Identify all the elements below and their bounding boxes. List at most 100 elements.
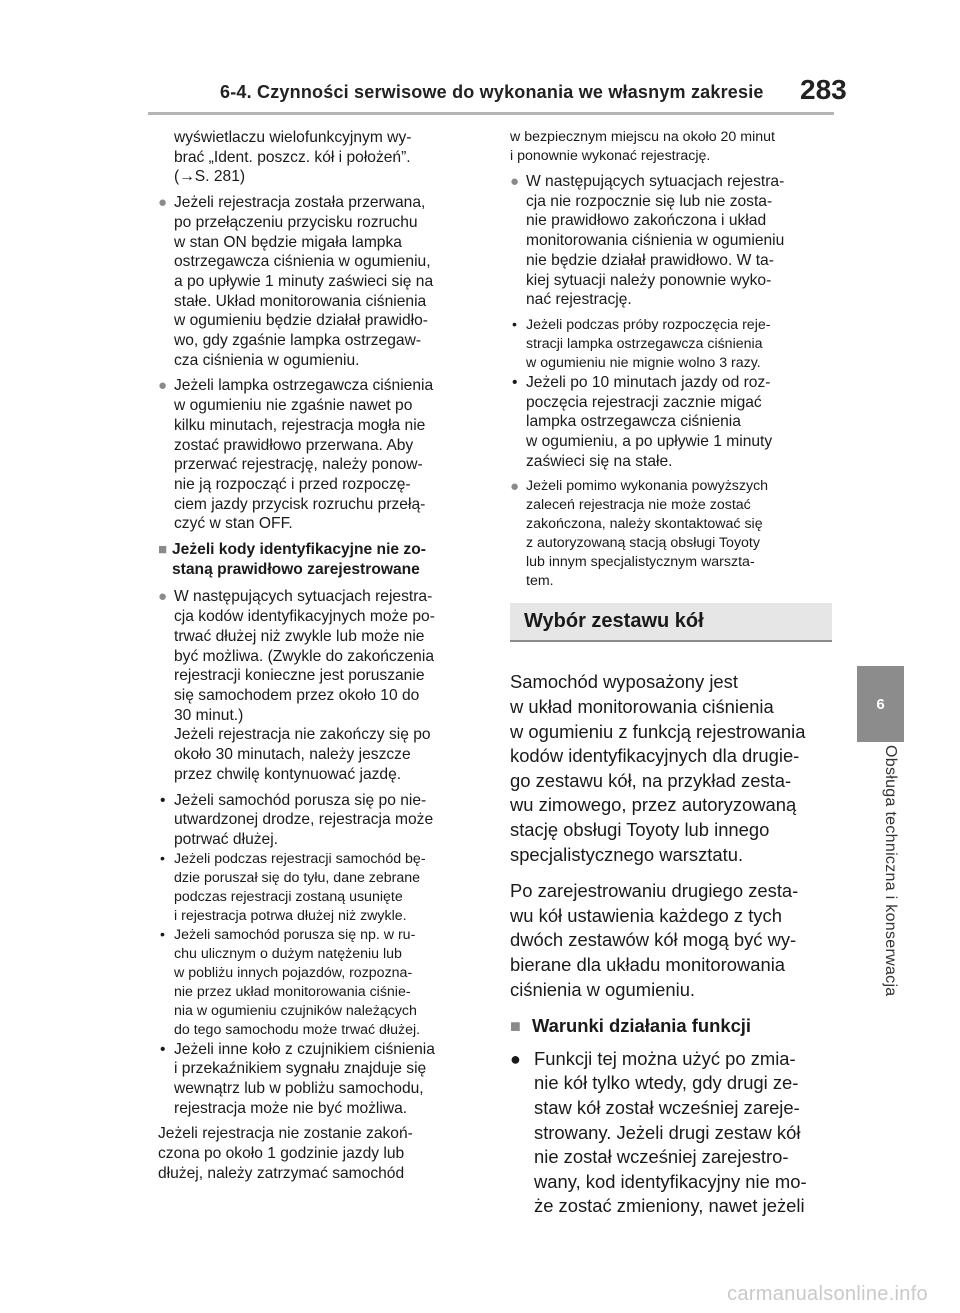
chapter-tab[interactable]: 6 [857,666,904,742]
bullet-item: ● Jeżeli rejestracja została przerwana, … [158,193,480,370]
text-line: i przekaźnikiem sygnału znajduje się [174,1060,427,1078]
text-line: Jeżeli rejestracja została przerwana, [174,194,426,212]
right-column: w bezpiecznym miejscu na około 20 minut … [510,128,832,1219]
text-line: strowany. Jeżeli drugi zestaw kół [534,1121,801,1143]
watermark: carmanualsonline.info [727,1283,928,1305]
dot-bullet-icon: • [512,316,517,333]
text-line: Samochód wyposażony jest [510,671,738,693]
text-line: i rejestracja potrwa dłużej niż zwykle. [174,907,407,924]
page-number: 283 [800,74,847,105]
text-line: dłużej, należy zatrzymać samochód [158,1164,405,1182]
round-bullet-icon: ● [510,173,520,190]
chapter-number: 6 [876,696,885,713]
text-line: być możliwa. (Zwykle do zakończenia [174,647,434,665]
text-line: wu zimowego, przez autoryzowaną [510,794,797,816]
closing-paragraph: Jeżeli rejestracja nie zostanie zakoń- c… [158,1124,480,1183]
text-line: stałe. Układ monitorowania ciśnienia [174,292,427,310]
text-line: zostać prawidłowo przerwana. Aby [174,436,414,454]
text-line: po przełączeniu przycisku rozruchu [174,213,418,231]
text-line: 30 minut.) [174,706,244,724]
bullet-item: ● W następujących sytuacjach rejestra- c… [510,172,832,310]
text-line: zaleceń rejestracja nie może zostać [526,497,751,514]
text-line: nać rejestrację. [526,291,632,309]
square-bullet-icon: ■ [510,1016,521,1037]
body-paragraph: Po zarejestrowaniu drugiego zesta- wu kó… [510,879,832,1002]
text-line: wu kół ustawienia każdego z tych [510,904,782,926]
text-line: wo, gdy zgaśnie lampka ostrzegaw- [174,332,422,350]
text-line: nie został wcześniej zarejestro- [534,1146,789,1168]
text-line: czona po około 1 godzinie jazdy lub [158,1145,405,1163]
text-line: przez chwilę kontynuować jazdę. [174,765,402,783]
chapter-title: Obsługa techniczna i konserwacja [882,745,899,997]
text-line: nia w ogumieniu czujników należących [174,1002,417,1019]
text-line: przerwać rejestrację, należy ponow- [174,456,423,474]
heading-text: Warunki działania funkcji [532,1015,752,1037]
sub-bullet-item: • Jeżeli samochód porusza się np. w ru- … [158,926,480,1040]
section-header: Wybór zestawu kół [510,603,832,643]
text-line: wany, kod identyfikacyjny nie mo- [534,1170,807,1192]
heading-line: Jeżeli kody identyfikacyjne nie zo- [172,541,426,559]
text-line: w ogumieniu z funkcją rejestrowania [510,720,806,742]
text-line: specjalistycznego warsztatu. [510,843,744,865]
text-line: rejestracji konieczne jest poruszanie [174,667,425,685]
sub-bullet-item: • Jeżeli inne koło z czujnikiem ciśnieni… [158,1040,480,1119]
text-line: zaświeci się na stałe. [526,452,673,470]
dot-bullet-icon: • [160,926,165,943]
sub-bullet-item: • Jeżeli podczas próby rozpoczęcia reje-… [510,316,832,373]
bullet-item: ● W następujących sytuacjach rejestra- c… [158,587,480,784]
text-line: poczęcia rejestracji zacznie migać [526,393,762,411]
page-reference[interactable]: (→S. 281) [174,168,246,186]
text-line: w stan ON będzie migała lampka [174,233,402,251]
round-bullet-icon: ● [510,478,520,496]
text-line: Po zarejestrowaniu drugiego zesta- [510,880,799,902]
text-line: nie prawidłowo zakończona i układ [526,212,767,230]
text-line: nie kół tylko wtedy, gdy drugi ze- [534,1072,799,1094]
text-line: się samochodem przez około 10 do [174,686,420,704]
text-line: Jeżeli rejestracja nie zakończy się po [174,726,431,744]
bullet-item: ● Jeżeli pomimo wykonania powyższych zal… [510,477,832,591]
text-line: dwóch zestawów kół mogą być wy- [510,929,797,951]
sub-bullet-item: • Jeżeli podczas rejestracji samochód bę… [158,850,480,926]
text-line: bierane dla układu monitorowania [510,953,786,975]
text-line: potrwać dłużej. [174,830,279,848]
section-title: 6-4. Czynności serwisowe do wykonania we… [220,82,764,102]
text-line: stację obsługi Toyoty lub innego [510,819,770,840]
text-line: około 30 minutach, należy jeszcze [174,746,411,764]
text-line: w ogumieniu nie mignie wolno 3 razy. [526,354,761,371]
text-line: wyświetlaczu wielofunkcyjnym wy- [174,129,412,146]
text-line: Jeżeli po 10 minutach jazdy od roz- [526,373,771,391]
left-column: wyświetlaczu wielofunkcyjnym wy- brać „I… [158,128,480,1190]
text-line: nie ją rozpocząć i przed rozpoczę- [174,475,411,493]
text-line: rejestracja może nie być możliwa. [174,1099,408,1117]
text-line: lampka ostrzegawcza ciśnienia [526,413,741,431]
text-line: zakończona, należy skontaktować się [526,516,763,533]
sub-bullet-item: • Jeżeli samochód porusza się po nie- ut… [158,791,480,850]
text-line: w ogumieniu będzie działał prawidło- [174,312,428,330]
text-line: w ogumieniu nie zgaśnie nawet po [174,397,413,415]
bullet-item: ● Funkcji tej można użyć po zmia- nie kó… [510,1047,832,1219]
round-bullet-icon: ● [158,377,168,395]
text-line: brać „Ident. poszcz. kół i położeń”. [174,148,411,166]
text-line: nie przez układ monitorowania ciśnie- [174,983,411,1000]
text-line: Jeżeli podczas rejestracji samochód bę- [174,850,426,867]
continuation-paragraph: w bezpiecznym miejscu na około 20 minut … [510,128,832,166]
round-bullet-icon: ● [158,588,168,606]
intro-paragraph: wyświetlaczu wielofunkcyjnym wy- brać „I… [158,128,480,187]
text-line: czyć w stan OFF. [174,515,293,533]
text-line: podczas rejestracji zostaną usunięte [174,888,403,905]
text-line: chu ulicznym o dużym natężeniu lub [174,945,402,962]
text-line: dzie poruszał się do tyłu, dane zebrane [174,869,421,886]
text-line: W następujących sytuacjach rejestra- [526,173,785,190]
text-line: ciem jazdy przycisk rozruchu przełą- [174,495,426,513]
text-line: tem. [526,573,554,590]
text-line: w bezpiecznym miejscu na około 20 minut [510,129,775,145]
text-line: kodów identyfikacyjnych dla drugie- [510,745,800,767]
header-divider [148,112,834,115]
dot-bullet-icon: • [160,791,166,809]
text-line: z autoryzowaną stacją obsługi Toyoty [526,535,760,552]
page-header: 6-4. Czynności serwisowe do wykonania we… [0,0,960,130]
body-paragraph: Samochód wyposażony jest w układ monitor… [510,670,832,867]
text-line: Jeżeli lampka ostrzegawcza ciśnienia [174,377,434,395]
text-line: do tego samochodu może trwać dłużej. [174,1021,421,1038]
bullet-item: ● Jeżeli lampka ostrzegawcza ciśnienia w… [158,376,480,534]
